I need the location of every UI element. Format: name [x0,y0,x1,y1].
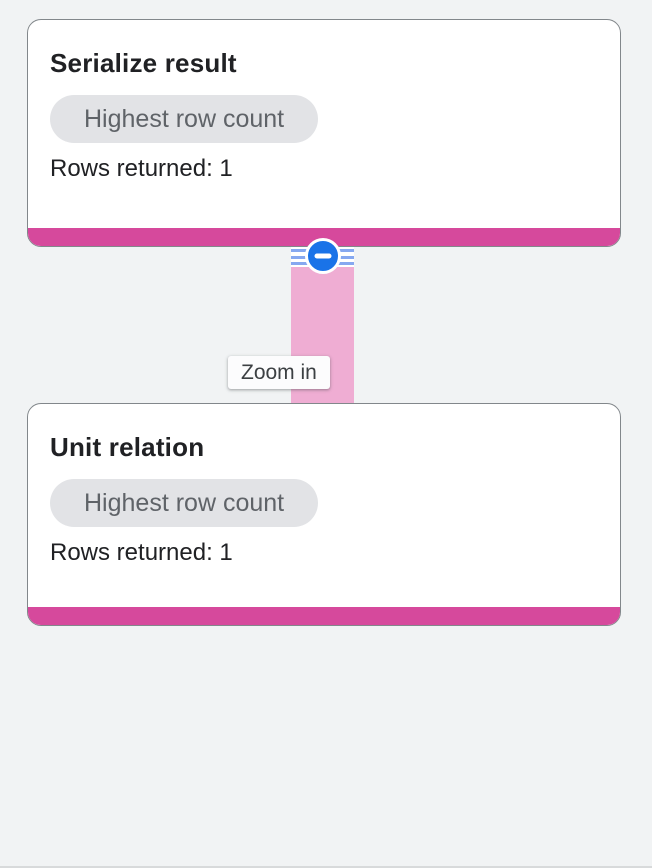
stage-node-serialize-result[interactable]: Serialize result Highest row count Rows … [27,19,621,247]
highest-row-count-badge: Highest row count [50,95,319,143]
stage-progress-bar [28,228,620,246]
stage-title: Unit relation [50,432,205,462]
rows-returned-label: Rows returned: 1 [50,155,233,182]
screen-bottom-edge [0,866,652,868]
minus-glyph [314,253,331,259]
stage-title: Serialize result [50,48,237,78]
minus-icon [304,238,341,274]
collapse-stage-button[interactable] [291,238,354,275]
stage-progress-bar [28,607,620,625]
highest-row-count-badge: Highest row count [50,479,319,527]
stage-node-unit-relation[interactable]: Unit relation Highest row count Rows ret… [27,403,621,626]
zoom-in-tooltip: Zoom in [228,356,330,389]
rows-returned-label: Rows returned: 1 [50,539,233,566]
